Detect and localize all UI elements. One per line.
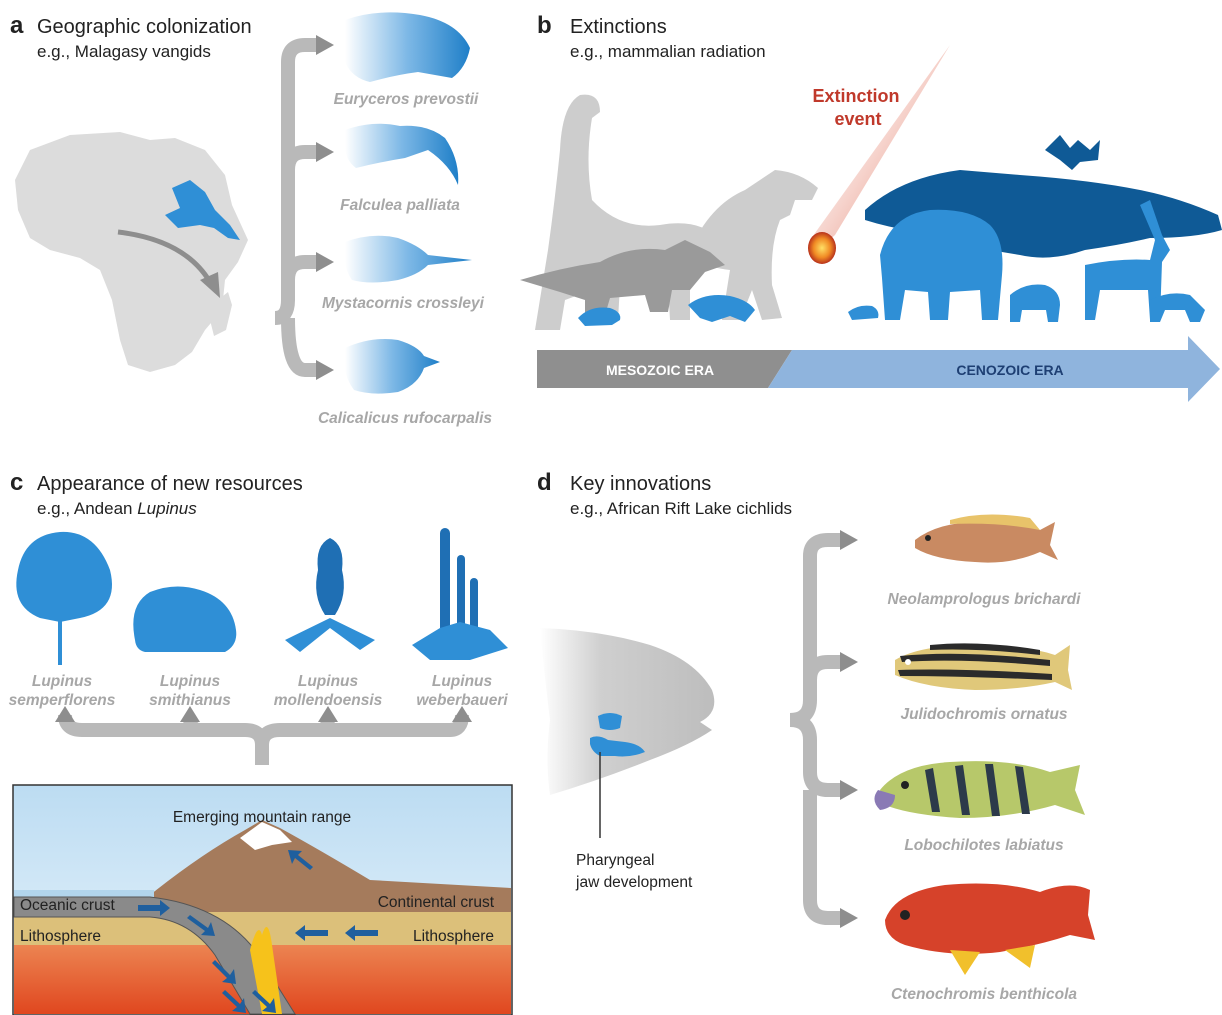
panel-b-title: Extinctions — [570, 16, 667, 38]
fish-head-silhouette — [540, 628, 714, 795]
euryceros-head-icon — [345, 12, 470, 82]
panel-c: c Appearance of new resources e.g., Ande… — [9, 469, 512, 1015]
panel-a-example: e.g., Malagasy vangids — [37, 42, 211, 61]
meteor-icon — [808, 232, 836, 264]
pig-silhouette — [1010, 284, 1060, 322]
arrowhead — [316, 252, 334, 272]
panel-d-letter: d — [537, 469, 552, 496]
arrowhead — [840, 908, 858, 928]
extinction-label-line1: Extinction — [812, 86, 899, 106]
arrowhead — [840, 780, 858, 800]
panel-c-title: Appearance of new resources — [37, 473, 303, 495]
species-label-genus: Lupinus — [432, 673, 493, 690]
panel-d: d Key innovations e.g., African Rift Lak… — [537, 469, 1095, 1003]
cenozoic-mammal-icon — [848, 306, 878, 320]
panel-b-example: e.g., mammalian radiation — [570, 42, 766, 61]
lobochilotes-fish-icon — [874, 761, 1085, 818]
species-label: Julidochromis ornatus — [900, 706, 1067, 723]
neolamprologus-fish-icon — [915, 514, 1058, 562]
upper-pharyngeal-jaw-icon — [598, 713, 622, 730]
panel-a: a Geographic colonization e.g., Malagasy… — [10, 12, 492, 427]
panel-a-letter: a — [10, 12, 24, 39]
species-label-genus: Lupinus — [32, 673, 93, 690]
mystacornis-head-icon — [345, 236, 472, 283]
panel-c-example: e.g., Andean Lupinus — [37, 499, 197, 518]
mountain-range-label: Emerging mountain range — [173, 809, 351, 826]
panel-c-branches — [65, 715, 462, 765]
elephant-silhouette — [880, 210, 1003, 320]
lupinus-smithianus-icon — [133, 586, 236, 652]
lithosphere-left-label: Lithosphere — [20, 928, 101, 945]
species-label: Ctenochromis benthicola — [891, 986, 1077, 1003]
panel-b: b Extinctions e.g., mammalian radiation … — [520, 12, 1222, 402]
lithosphere-right-label: Lithosphere — [413, 928, 494, 945]
continental-crust-label: Continental crust — [378, 894, 495, 911]
jaw-label-line1: Pharyngeal — [576, 852, 654, 869]
arrowhead — [316, 35, 334, 55]
mesozoic-era-label: MESOZOIC ERA — [606, 362, 714, 378]
arrowhead — [316, 360, 334, 380]
bat-silhouette — [1045, 135, 1100, 170]
panel-b-letter: b — [537, 12, 552, 39]
falculea-head-icon — [345, 124, 458, 185]
arrowhead — [316, 142, 334, 162]
panel-d-example: e.g., African Rift Lake cichlids — [570, 499, 792, 518]
cenozoic-era-label: CENOZOIC ERA — [956, 362, 1063, 378]
lupinus-weberbaueri-icon — [412, 528, 508, 660]
species-label: Calicalicus rufocarpalis — [318, 410, 492, 427]
arrowhead — [840, 652, 858, 672]
species-label-epithet: weberbaueri — [416, 692, 508, 709]
species-label-epithet: semperflorens — [9, 692, 116, 709]
species-label: Neolamprologus brichardi — [888, 591, 1082, 608]
species-label-genus: Lupinus — [298, 673, 359, 690]
arrowhead — [840, 530, 858, 550]
calicalicus-head-icon — [345, 339, 440, 394]
lupinus-semperflorens-icon — [16, 532, 112, 665]
africa-map — [15, 132, 248, 372]
species-label: Falculea palliata — [340, 197, 460, 214]
panel-c-letter: c — [10, 469, 23, 496]
extinction-label-line2: event — [834, 109, 881, 129]
species-label: Lobochilotes labiatus — [904, 837, 1064, 854]
species-label-genus: Lupinus — [160, 673, 221, 690]
species-label: Mystacornis crossleyi — [322, 295, 485, 312]
lupinus-mollendoensis-icon — [285, 538, 375, 652]
mesozoic-mammal-icon — [578, 307, 620, 326]
panel-d-branches — [790, 540, 842, 918]
geology-cross-section: Emerging mountain range Oceanic crust Co… — [13, 785, 512, 1015]
jaw-label-line2: jaw development — [575, 874, 693, 891]
ctenochromis-fish-icon — [885, 884, 1095, 975]
panel-d-title: Key innovations — [570, 473, 711, 495]
oceanic-crust-label: Oceanic crust — [20, 897, 115, 914]
julidochromis-fish-icon — [895, 643, 1072, 690]
panel-a-title: Geographic colonization — [37, 16, 252, 38]
monkey-silhouette — [1150, 293, 1205, 322]
panel-a-branches — [275, 45, 318, 370]
species-label: Euryceros prevostii — [334, 91, 479, 108]
